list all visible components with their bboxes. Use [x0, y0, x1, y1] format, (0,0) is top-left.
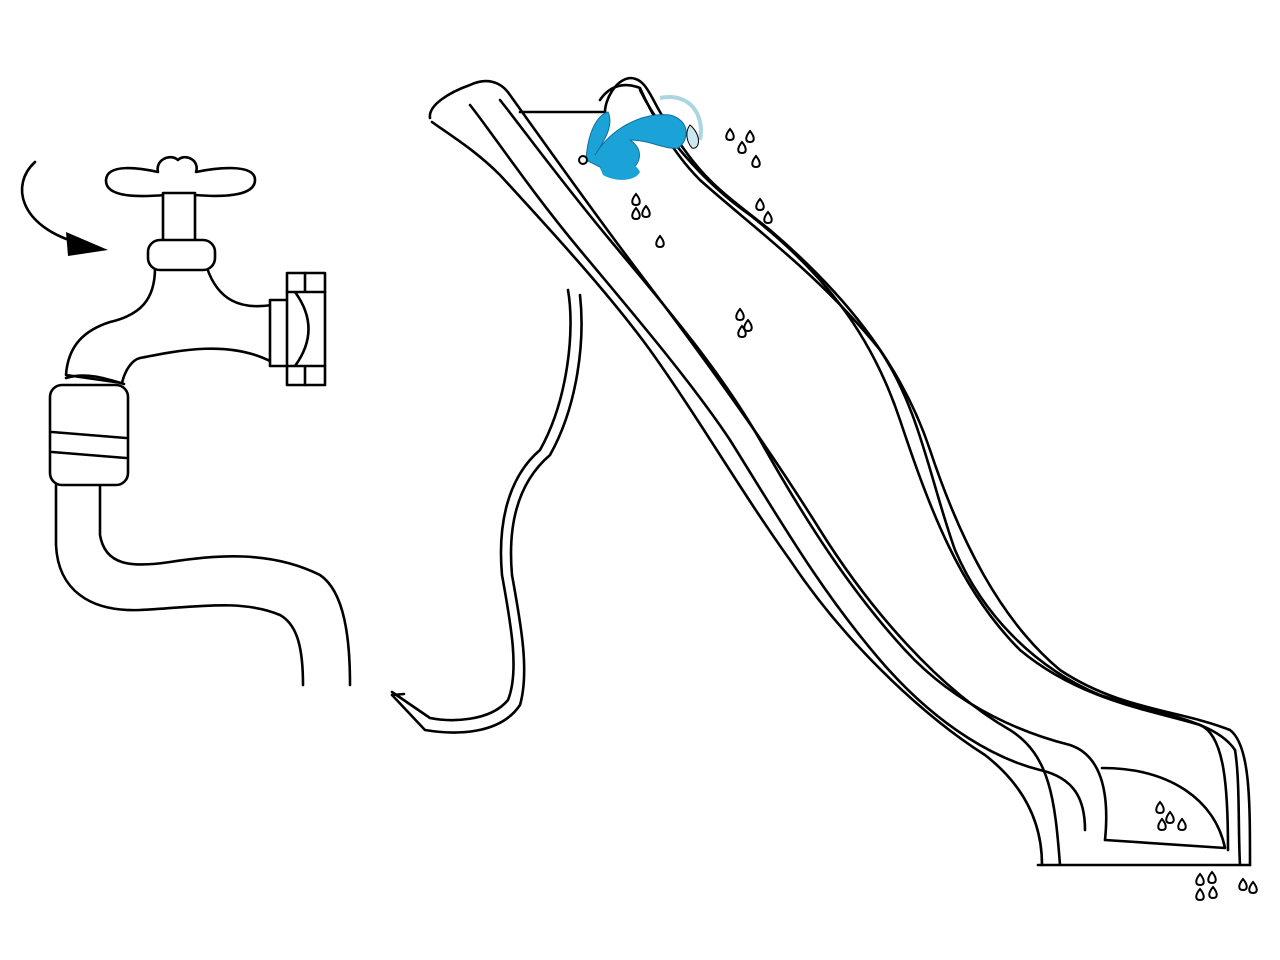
water-drop-icon — [763, 210, 773, 225]
water-drop-icon — [755, 197, 765, 212]
water-drop-icon — [745, 129, 755, 144]
water-drop-icon — [631, 206, 641, 221]
water-drop-icon — [1195, 887, 1205, 902]
water-splash-icon — [578, 95, 703, 180]
water-drop-icon — [1177, 817, 1187, 832]
water-drop-icon — [1238, 877, 1248, 892]
hose-tube — [390, 288, 583, 734]
water-drop-icon — [751, 154, 761, 169]
water-drop-icon — [641, 204, 651, 219]
hose-icon — [48, 383, 352, 687]
water-drop-icon — [1208, 885, 1218, 900]
turn-arrow-icon — [20, 160, 108, 256]
water-drops — [631, 127, 1258, 902]
water-drop-icon — [1165, 810, 1175, 825]
water-drop-icon — [655, 234, 665, 249]
water-drop-icon — [725, 127, 735, 142]
water-drop-icon — [1155, 800, 1165, 815]
faucet-icon — [64, 155, 327, 387]
water-drop-icon — [1207, 870, 1217, 885]
water-drop-icon — [737, 140, 747, 155]
water-drop-icon — [1195, 872, 1205, 887]
water-drop-icon — [1248, 880, 1258, 895]
water-drop-icon — [1157, 817, 1167, 832]
water-drop-icon — [743, 318, 753, 333]
water-drop-icon — [737, 324, 747, 339]
water-drop-icon — [735, 307, 745, 322]
slide-icon — [428, 76, 1252, 867]
water-drop-icon — [631, 192, 641, 207]
